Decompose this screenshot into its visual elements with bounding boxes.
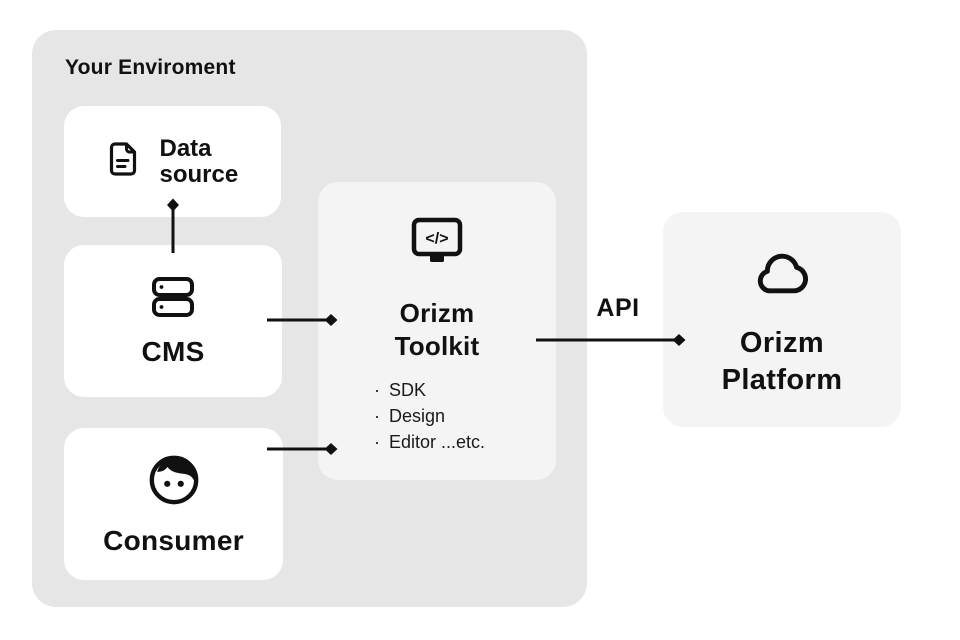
platform-title: Orizm Platform [721, 327, 843, 396]
feature-label: Editor ...etc. [389, 432, 486, 452]
feature-bullet: · [374, 432, 380, 452]
person-face-icon [147, 452, 201, 511]
consumer-card: Consumer [64, 428, 283, 580]
code-monitor-icon: </> [410, 216, 464, 271]
feature-bullet: · [374, 406, 380, 426]
toolkit-title: Orizm Toolkit [394, 298, 480, 361]
cloud-icon [751, 252, 813, 301]
feature-bullet: · [374, 380, 380, 400]
data-source-label: Data source [159, 135, 239, 188]
cms-card: CMS [64, 245, 282, 397]
cms-label: CMS [141, 335, 205, 367]
file-document-icon [104, 140, 142, 183]
monitor-code-glyph: </> [425, 231, 448, 248]
feature-item: · SDK [374, 377, 485, 403]
toolkit-feature-list: · SDK · Design · Editor ...etc. [374, 377, 485, 455]
data-source-card: Data source [64, 106, 281, 217]
server-stack-icon [150, 275, 196, 324]
feature-item: · Editor ...etc. [374, 429, 485, 455]
api-label: API [596, 294, 640, 322]
feature-label: Design [389, 406, 446, 426]
feature-item: · Design [374, 403, 485, 429]
platform-panel: Orizm Platform [663, 212, 901, 427]
consumer-label: Consumer [103, 524, 244, 556]
environment-title: Your Enviroment [65, 56, 236, 79]
feature-label: SDK [389, 380, 427, 400]
toolkit-panel: </> Orizm Toolkit · SDK · Design · Edito… [318, 182, 556, 480]
